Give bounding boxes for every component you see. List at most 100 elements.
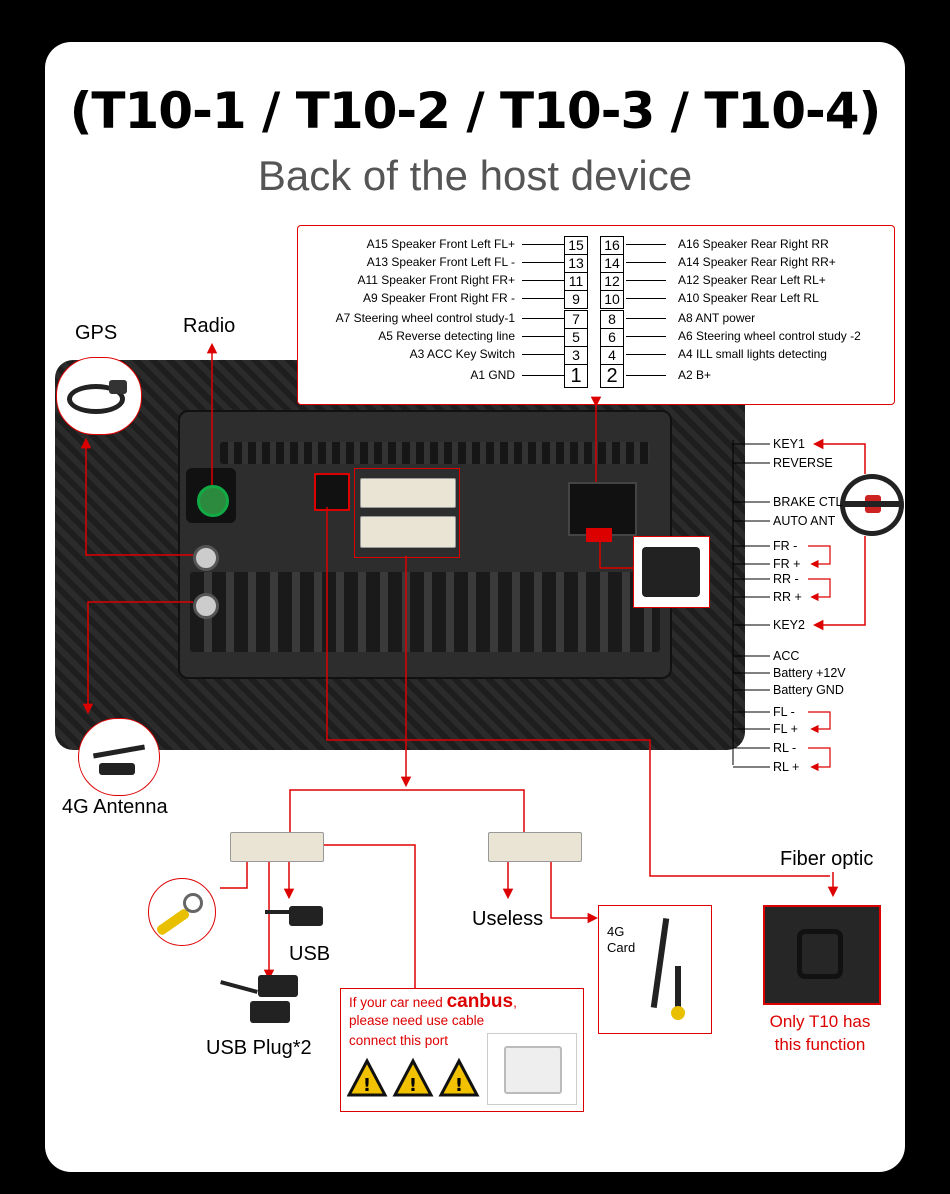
page-subtitle: Back of the host device [257,152,693,199]
svg-text:!: ! [409,1075,417,1096]
steering-wheel-icon [840,474,904,536]
usb-plug-double-image [220,965,305,1035]
pin-left-number: 11 [564,272,588,291]
warning-icon: ! [347,1057,388,1097]
harness-port-marker [586,528,612,542]
pin-right-lead [626,262,666,263]
gps-label: GPS [75,322,118,344]
pin-left-label: A11 Speaker Front Right FR+ [357,273,515,287]
pin-right-label: A10 Speaker Rear Left RL [678,291,819,305]
rl-minus-label: RL - [773,741,797,755]
pin-right-lead [626,354,666,355]
pin-left-label: A7 Steering wheel control study-1 [335,311,515,325]
pin-right-lead [626,318,666,319]
canbus-note-box: If your car need canbus, please need use… [340,988,584,1112]
pin-left-number: 15 [564,236,588,255]
canbus-prefix: If your car need [349,995,447,1010]
canbus-line2: please need use cable [349,1013,485,1028]
key1-label: KEY1 [773,437,805,451]
canbus-line3: connect this port [349,1033,449,1048]
vent-slots [190,572,660,652]
pin-left-number: 1 [564,364,588,388]
fr-minus-label: FR - [773,539,798,553]
pinout-box [297,225,895,405]
only-t10-note: Only T10 has this function [769,1012,871,1054]
pin-right-label: A14 Speaker Rear Right RR+ [678,255,836,269]
pin-right-lead [626,280,666,281]
rr-minus-label: RR - [773,572,799,586]
lower-white-connector [360,516,456,548]
pin-left-lead [522,244,564,245]
pin-right-label: A2 B+ [678,368,712,382]
pin-left-lead [522,280,564,281]
rr-plus-label: RR + [773,590,802,604]
pin-right-lead [626,336,666,337]
acc-label: ACC [773,649,800,663]
fiber-optic-label: Fiber optic [780,848,874,870]
fl-plus-label: FL + [773,722,798,736]
usb-plug-label: USB Plug*2 [206,1037,312,1059]
battery-gnd-label: Battery GND [773,683,844,697]
pin-right-lead [626,298,666,299]
pin-right-label: A12 Speaker Rear Left RL+ [678,273,826,287]
useless-connector [488,832,582,862]
fl-minus-label: FL - [773,705,795,719]
fiber-port [314,473,350,511]
battery-12v-label: Battery +12V [773,666,846,680]
top-vent [220,442,650,464]
pin-left-lead [522,318,564,319]
reverse-label: REVERSE [773,456,833,470]
pin-left-lead [522,336,564,337]
harness-plug-box [633,536,710,608]
rca-camera-cable [148,878,216,946]
pin-right-label: A8 ANT power [678,311,756,325]
pin-left-number: 9 [564,290,588,309]
canbus-word: canbus [446,991,514,1012]
antenna-port [193,593,219,619]
warning-icon: ! [392,1057,434,1097]
4g-antenna-image [78,718,160,796]
rl-plus-label: RL + [773,760,800,774]
pin-right-number: 10 [600,290,624,309]
page-title: (T10-1 / T10-2 / T10-3 / T10-4) [69,82,882,140]
pin-left-lead [522,262,564,263]
upper-white-connector [360,478,456,508]
pin-right-lead [626,375,666,376]
warning-icon: ! [438,1057,480,1097]
pin-left-lead [522,298,564,299]
pin-left-label: A13 Speaker Front Left FL - [366,255,515,269]
gps-port [193,545,219,571]
4g-card-label: 4G Card [607,924,636,955]
pin-left-lead [522,354,564,355]
pin-left-label: A3 ACC Key Switch [409,347,515,361]
radio-label: Radio [183,315,236,337]
pin-right-label: A16 Speaker Rear Right RR [678,237,829,251]
usb-label: USB [289,943,331,965]
key2-label: KEY2 [773,618,805,632]
useless-label: Useless [472,908,544,930]
pin-right-label: A6 Steering wheel control study -2 [678,329,861,343]
pin-left-lead [522,375,564,376]
fr-plus-label: FR + [773,557,801,571]
canbus-port-image [487,1033,577,1105]
pin-right-number: 8 [600,310,624,329]
pin-right-label: A4 ILL small lights detecting [678,347,827,361]
4g-antenna-label: 4G Antenna [62,796,168,818]
usb-cable-image [265,900,325,932]
svg-text:!: ! [363,1075,371,1096]
warning-icons: ! ! ! [347,1057,480,1097]
brake-label: BRAKE CTL [773,495,843,509]
pin-right-lead [626,244,666,245]
canbus-suffix: , [513,995,517,1010]
radio-port [197,485,229,517]
pin-left-label: A1 GND [470,368,515,382]
pin-right-number: 2 [600,364,624,388]
pin-left-label: A9 Speaker Front Right FR - [362,291,515,305]
canbus-line1: If your car need canbus, [349,991,517,1013]
pin-left-label: A5 Reverse detecting line [378,329,515,343]
4g-card-box: 4G Card [598,905,712,1034]
pin-right-number: 12 [600,272,624,291]
fiber-port-closeup [763,905,881,1005]
svg-text:!: ! [455,1075,463,1096]
